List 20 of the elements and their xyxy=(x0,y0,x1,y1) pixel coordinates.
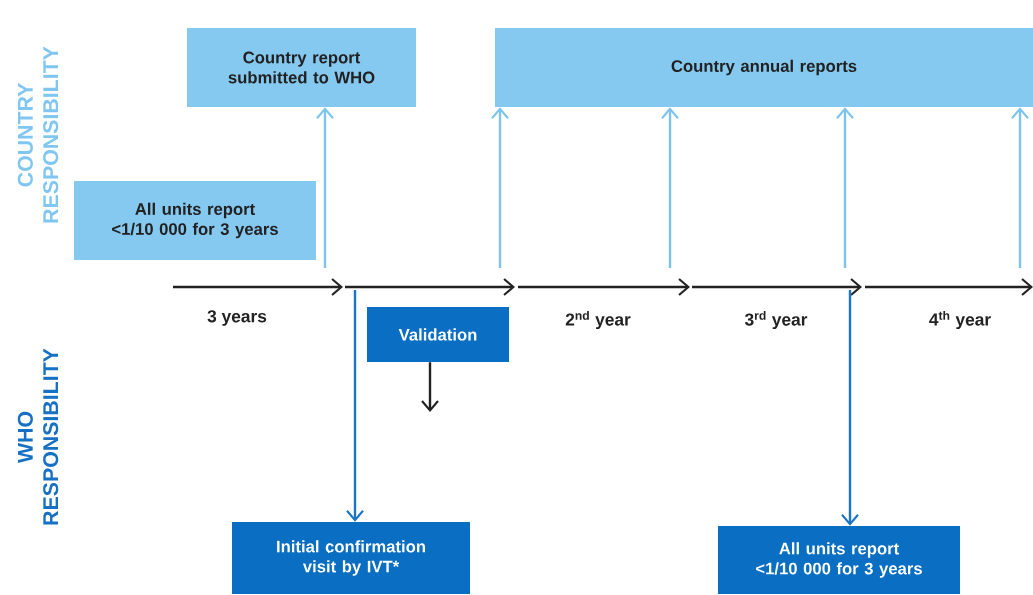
arrow xyxy=(1011,107,1029,268)
period-label: 4$^{th}$ year xyxy=(929,310,991,330)
arrow xyxy=(661,107,679,268)
arrow xyxy=(346,290,364,522)
report-box: Country report submitted to WHO xyxy=(186,28,417,107)
process-box: Initial confirmation visit by IVT* xyxy=(232,522,470,594)
report-box: Country annual reports xyxy=(495,28,1033,107)
arrow xyxy=(316,107,334,268)
arrow xyxy=(836,107,854,268)
arrow xyxy=(841,290,859,526)
report-box: All units report <1/10 000 for 3 years xyxy=(74,181,316,260)
period-label: 3$^{rd}$ year xyxy=(744,310,808,330)
arrow xyxy=(491,107,509,268)
process-box: Validation xyxy=(367,307,509,362)
side-heading: WHO RESPONSIBILITY xyxy=(17,348,59,525)
period-label: 3 years xyxy=(207,310,267,326)
period-label: 2$^{nd}$ year xyxy=(565,310,631,330)
side-heading: COUNTRY RESPONSIBILITY xyxy=(17,46,59,223)
process-box: All units report <1/10 000 for 3 years xyxy=(718,526,960,594)
arrow xyxy=(421,362,439,412)
